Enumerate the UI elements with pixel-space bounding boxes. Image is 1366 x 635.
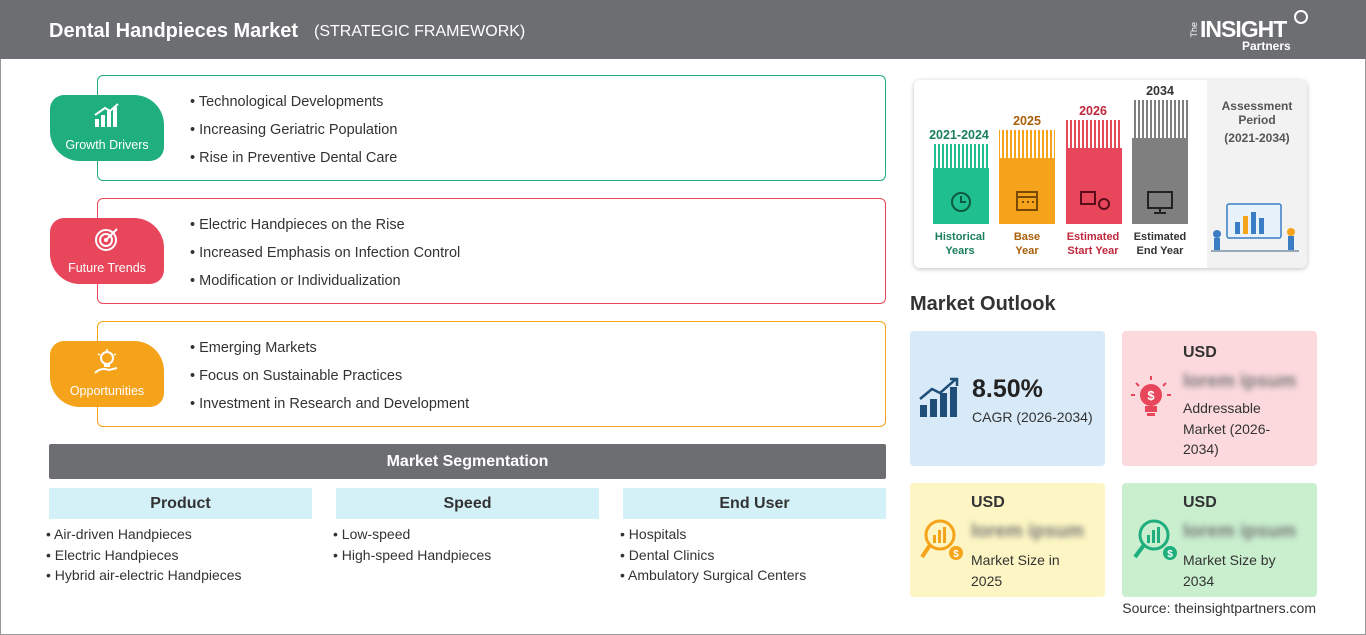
badge-label: Growth Drivers [65,138,149,152]
size-2025-label: Market Size in 2025 [971,552,1060,589]
cagr-value: 8.50% [972,375,1043,403]
market-outlook-title: Market Outlook [910,293,1056,315]
segment-list-speed: • Low-speed • High-speed Handpieces [333,526,491,567]
bar-start [1066,120,1122,224]
logo-ring-icon [1294,10,1308,24]
logo-the: The [1189,22,1199,38]
list-item: • Low-speed [333,526,411,542]
growth-chart-icon [919,377,959,417]
cagr-label: CAGR (2026-2034) [972,409,1093,425]
opportunities-badge: Opportunities [50,341,164,407]
year-label-historical: 2021-2024 [929,128,989,142]
year-label-start: 2026 [1079,104,1107,118]
lightbulb-dollar-icon: $ [1131,376,1171,416]
addressable-usd: USD [1183,344,1217,361]
addressable-market-card: $ USD lorem ipsum Addressable Market (20… [1122,331,1317,466]
segment-head-end-user: End User [623,488,886,519]
list-item: • Modification or Individualization [190,273,401,289]
size-2034-value: lorem ipsum [1183,521,1296,542]
page-title: Dental Handpieces Market [49,20,298,42]
badge-label: Opportunities [69,384,145,398]
bar-base [999,130,1055,224]
future-trends-badge: Future Trends [50,218,164,284]
svg-text:$: $ [953,549,959,560]
size-2034-usd: USD [1183,494,1217,511]
list-item: • Electric Handpieces [46,546,179,563]
magnifier-chart-icon: $ [920,519,963,560]
segment-head-speed: Speed [336,488,599,519]
magnifier-chart-icon: $ [1133,519,1177,560]
list-item: • Emerging Markets [190,340,317,356]
list-item: • Increased Emphasis on Infection Contro… [190,245,461,261]
list-item: • Investment in Research and Development [190,396,470,412]
addressable-label: Addressable Market (2026- 2034) [1183,400,1271,457]
list-item: • High-speed Handpieces [333,546,492,563]
year-label-end: 2034 [1146,84,1174,98]
size-2034-label: Market Size by 2034 [1183,552,1276,589]
market-size-2025-card: $ USD lorem ipsum Market Size in 2025 [910,483,1105,597]
list-item: • Electric Handpieces on the Rise [190,217,405,233]
badge-label: Future Trends [68,261,146,275]
target-icon [95,228,118,251]
segmentation-header: Market Segmentation [49,444,886,479]
lightbulb-hand-icon [94,349,118,374]
logo-partners: Partners [1242,39,1291,53]
bar-chart-icon [94,103,119,127]
list-item: • Ambulatory Surgical Centers [620,567,807,583]
segment-head-product: Product [49,488,312,519]
opportunities-box: • Emerging Markets • Focus on Sustainabl… [97,321,886,427]
size-2025-value: lorem ipsum [971,521,1084,542]
addressable-value: lorem ipsum [1183,371,1296,392]
segment-list-product: • Air-driven Handpieces • Electric Handp… [46,526,242,588]
bar-end [1132,100,1188,224]
year-label-base: 2025 [1013,114,1041,128]
list-item: • Technological Developments [190,94,384,110]
list-item: • Hybrid air-electric Handpieces [46,567,242,583]
list-item: • Focus on Sustainable Practices [190,368,403,384]
logo-insight: INSIGHT [1200,16,1287,42]
list-item: • Dental Clinics [620,546,715,563]
list-item: • Air-driven Handpieces [46,526,192,542]
source-note: Source: theinsightpartners.com [1122,600,1316,616]
size-2025-usd: USD [971,494,1005,511]
list-item: • Hospitals [620,526,687,542]
market-size-2034-card: $ USD lorem ipsum Market Size by 2034 [1122,483,1317,597]
insight-partners-logo: The INSIGHT Partners [1189,10,1320,54]
cagr-card: 8.50% CAGR (2026-2034) [910,331,1105,466]
future-trends-box: • Electric Handpieces on the Rise • Incr… [97,198,886,304]
assessment-title: Assessment Period (2021-2034) [1221,99,1293,145]
growth-drivers-badge: Growth Drivers [50,95,164,161]
svg-text:$: $ [1167,549,1173,560]
list-item: • Rise in Preventive Dental Care [190,150,398,166]
timeline-bars [933,100,1188,224]
list-item: • Increasing Geriatric Population [190,122,398,138]
growth-drivers-box: • Technological Developments • Increasin… [97,75,886,181]
bar-historical [933,144,989,224]
analytics-people-icon [1211,203,1299,252]
header: Dental Handpieces Market (STRATEGIC FRAM… [0,0,1366,59]
segment-list-end-user: • Hospitals • Dental Clinics • Ambulator… [620,526,806,588]
svg-text:$: $ [1147,388,1155,403]
page-subtitle: (STRATEGIC FRAMEWORK) [314,23,526,40]
